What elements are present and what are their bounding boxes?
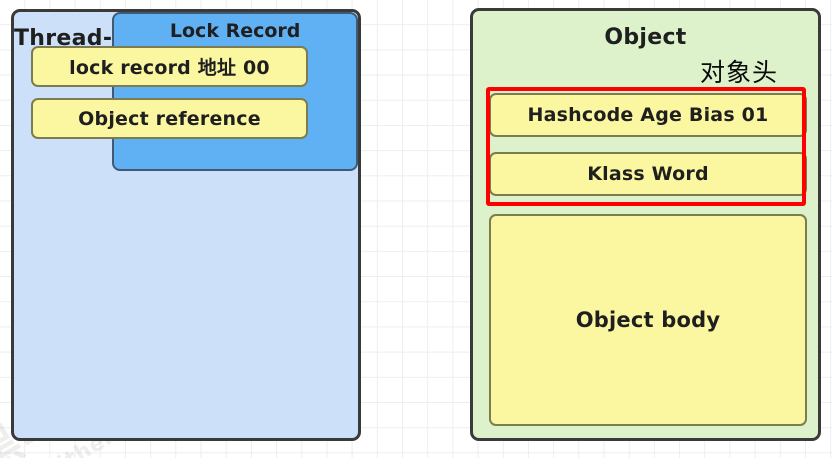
lock-record-panel: Lock Record lock record 地址 00 Object ref… bbox=[31, 12, 358, 171]
lock-record-cell-object-reference: Object reference bbox=[31, 98, 308, 139]
object-header-klass-word: Klass Word bbox=[489, 152, 807, 196]
lock-record-title: Lock Record bbox=[169, 20, 301, 42]
object-title: Object bbox=[604, 25, 687, 50]
object-container: Object Hashcode Age Bias 01 Klass Word O… bbox=[470, 8, 821, 441]
object-header-markword: Hashcode Age Bias 01 bbox=[489, 93, 807, 137]
lock-record-cell-address: lock record 地址 00 bbox=[31, 46, 308, 87]
thread-container: Thread-0 Lock Record lock record 地址 00 O… bbox=[11, 9, 361, 441]
object-body-cell: Object body bbox=[489, 214, 807, 426]
object-header-annotation-label: 对象头 bbox=[700, 58, 779, 87]
